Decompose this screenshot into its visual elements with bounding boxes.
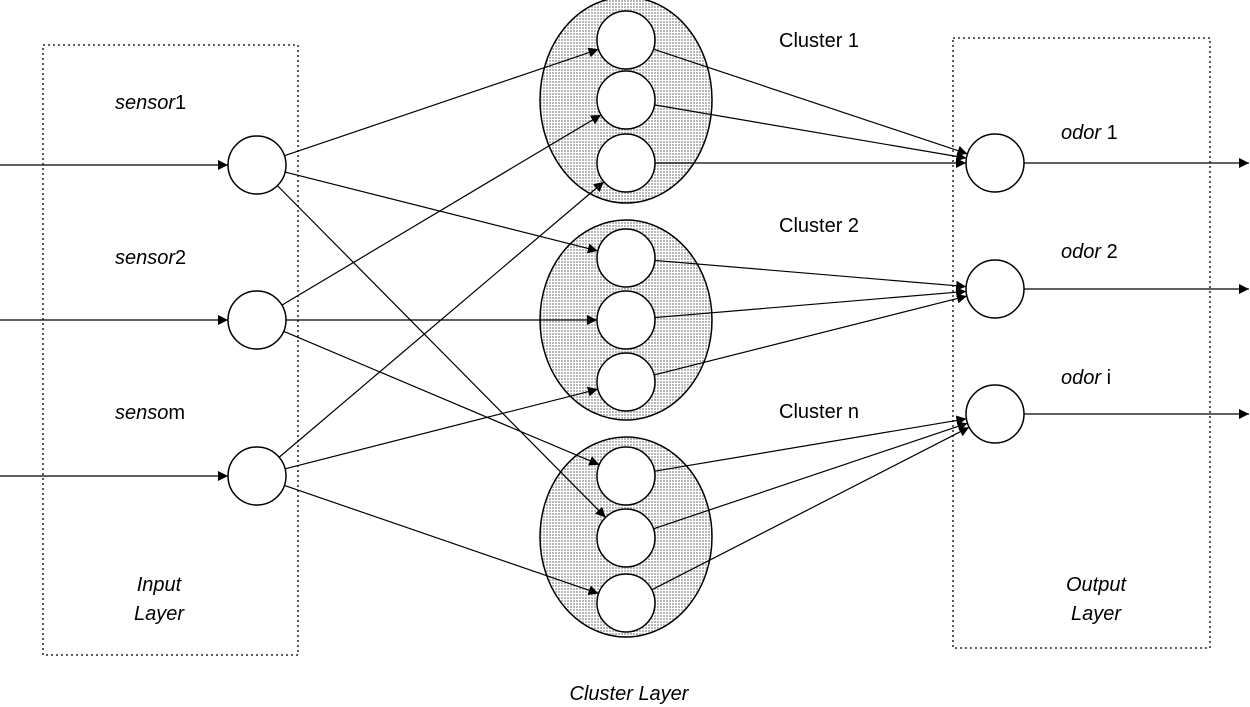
input-layer-title-line2: Layer	[134, 603, 185, 625]
input-label-sensor1: sensor1	[115, 92, 186, 114]
cluster-label-n: Cluster n	[779, 401, 859, 423]
cluster-c2-neuron-3	[596, 352, 656, 412]
cluster-label-2: Cluster 2	[779, 215, 859, 237]
input-node-sm	[227, 446, 287, 506]
cluster-c1-neuron-3	[596, 133, 656, 193]
output-node-oi	[965, 384, 1025, 444]
edge-sm-to-c1-3	[278, 181, 605, 458]
output-label-odori: odor i	[1061, 367, 1111, 389]
cluster-c1-neuron-1	[596, 10, 656, 70]
cluster-c2-neuron-1	[596, 228, 656, 288]
cluster-c1-neuron-2	[596, 70, 656, 130]
cluster-cn-neuron-3	[596, 573, 656, 633]
cluster-c2-neuron-2	[596, 290, 656, 350]
edge-c1-1-to-o1	[653, 48, 968, 156]
edge-s1-to-c1-1	[284, 47, 599, 157]
input-layer-box	[42, 44, 299, 656]
edge-sm-to-cn-3	[284, 484, 599, 596]
output-label-odor1: odor 1	[1061, 122, 1118, 144]
edge-s2-to-c1-2	[281, 114, 602, 306]
cluster-label-1: Cluster 1	[779, 30, 859, 52]
output-node-o1	[965, 133, 1025, 193]
output-layer-box	[952, 37, 1211, 649]
input-layer-title-line1: Input	[137, 574, 183, 596]
cluster-cn-neuron-1	[596, 446, 656, 506]
edge-sm-to-c2-3	[284, 386, 599, 470]
edge-cn-2-to-oi	[653, 421, 968, 530]
input-node-s1	[227, 135, 287, 195]
edge-c2-3-to-o2	[653, 293, 968, 376]
edge-s2-to-cn-1	[283, 330, 600, 466]
input-label-sensorm: sensom	[115, 402, 185, 424]
edge-c1-2-to-o1	[654, 104, 967, 162]
input-label-sensor2: sensor2	[115, 247, 186, 269]
edge-s1-to-cn-2	[276, 185, 607, 518]
output-node-o2	[965, 259, 1025, 319]
cluster-cn-neuron-2	[596, 508, 656, 568]
edge-c2-1-to-o2	[654, 259, 967, 291]
edge-c2-2-to-o2	[654, 287, 967, 319]
output-layer-title-line2: Layer	[1071, 603, 1122, 625]
output-label-odor2: odor 2	[1061, 241, 1118, 263]
output-layer-title-line1: Output	[1066, 574, 1127, 596]
edge-cn-1-to-oi	[654, 415, 967, 472]
cluster-layer-title: Cluster Layer	[570, 683, 690, 705]
edge-s1-to-c2-1	[284, 171, 599, 254]
input-node-s2	[227, 290, 287, 350]
edge-cn-3-to-oi	[651, 426, 970, 591]
